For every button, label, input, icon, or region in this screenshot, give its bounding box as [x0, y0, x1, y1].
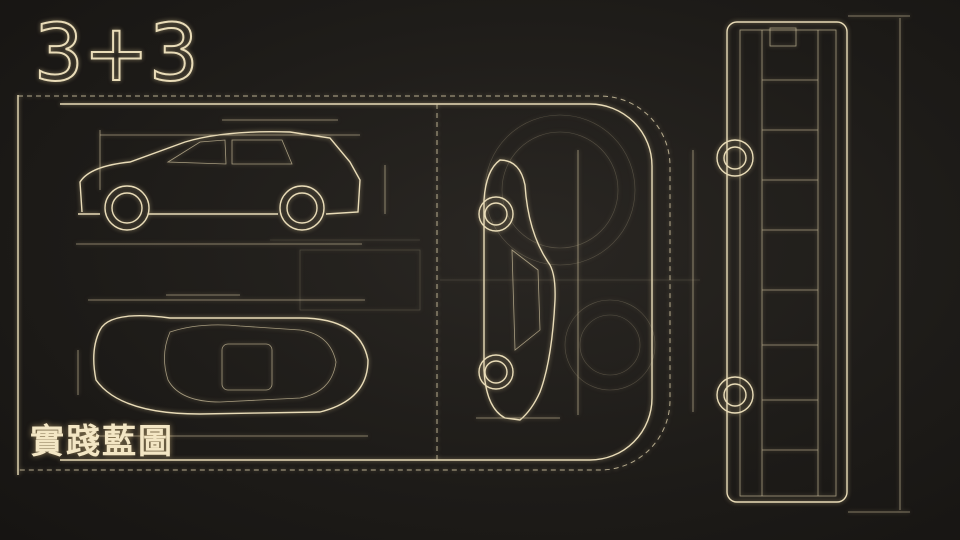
- caption-text: 實踐藍圖: [30, 422, 174, 462]
- car-top-view: [77, 294, 369, 437]
- suv-side-view: [76, 119, 386, 245]
- sedan-side-view-vertical: [476, 150, 579, 421]
- logo-text: 3+3: [34, 9, 199, 99]
- bus-top-view: [692, 15, 910, 513]
- logo-3-plus-3: 3+3: [33, 8, 200, 100]
- background-gear-pattern: [270, 114, 700, 391]
- frame: [17, 95, 671, 475]
